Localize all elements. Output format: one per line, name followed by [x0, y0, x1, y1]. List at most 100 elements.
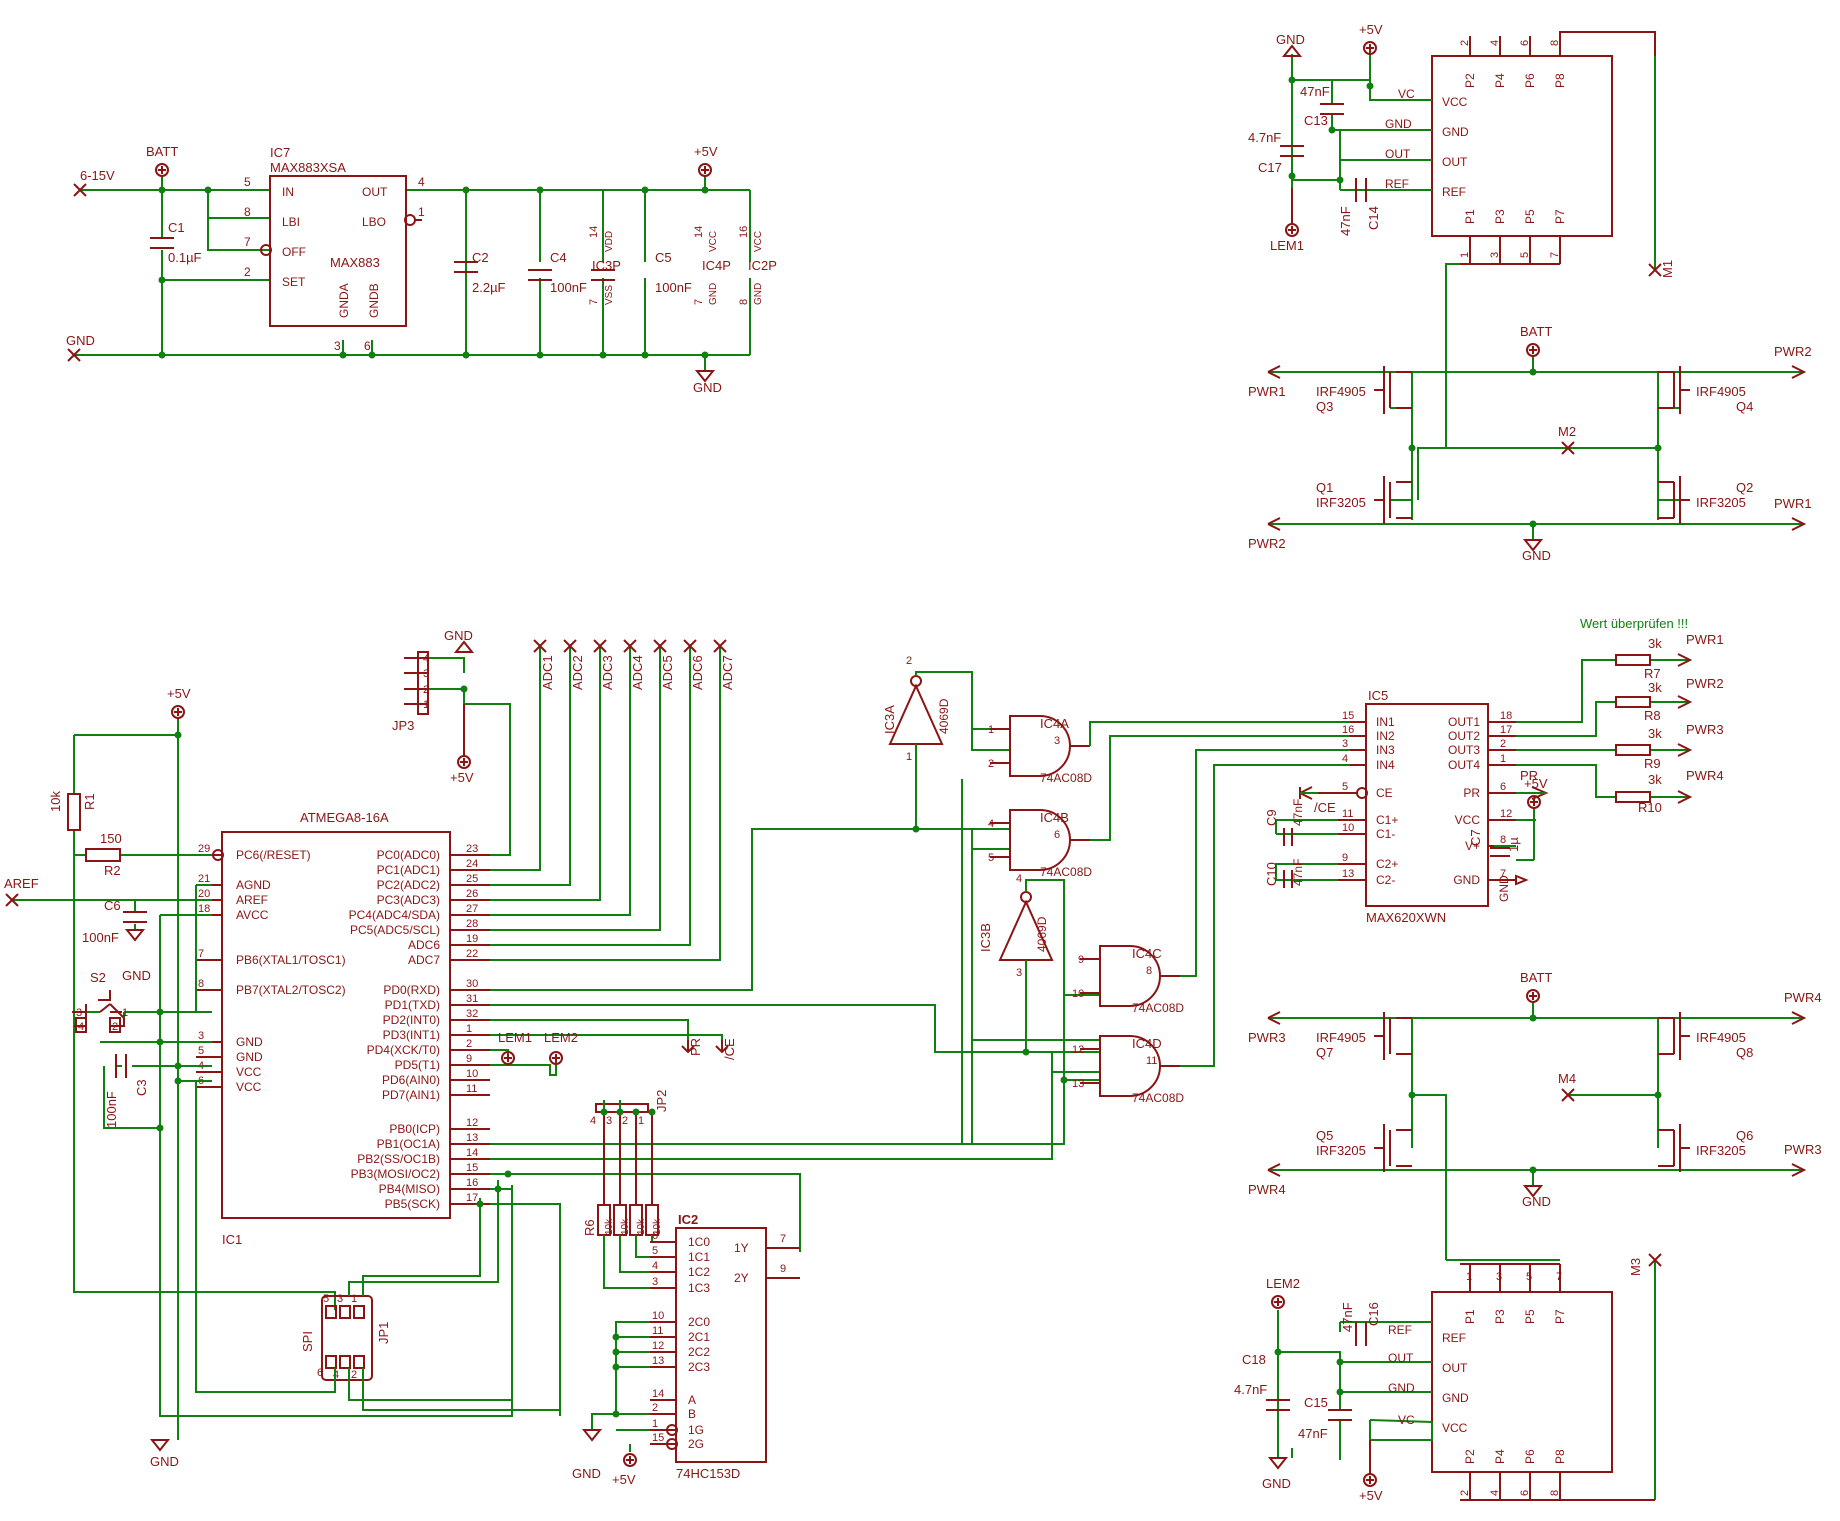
mcu-left-num: 5 [198, 1045, 204, 1057]
r10-ref: R10 [1638, 800, 1662, 815]
q1-value: IRF3205 [1316, 495, 1366, 510]
mux-left-pin: 2C1 [688, 1330, 710, 1344]
mcu-left-pin: PB6(XTAL1/TOSC1) [236, 953, 346, 967]
mcu-left-num: 29 [198, 843, 210, 855]
ic5-right-num: 2 [1500, 738, 1506, 750]
ic5-ce-label: /CE [1314, 800, 1336, 815]
adc-label: ADC3 [600, 655, 615, 690]
q8-ref: Q8 [1736, 1045, 1753, 1060]
mcu-right-pin: PB2(SS/OC1B) [357, 1152, 440, 1166]
jp3-pin: 2 [423, 684, 429, 696]
r8-value: 3k [1648, 680, 1662, 695]
q5-value: IRF3205 [1316, 1143, 1366, 1158]
sensor2-pin-label: VC [1398, 1413, 1415, 1427]
c6-ref: C6 [104, 898, 121, 913]
ic7-pin-num: 1 [418, 205, 425, 219]
c9-value: 47nF [1291, 799, 1305, 826]
sensor1-pin-label: OUT [1385, 147, 1411, 161]
pin-num: 8 [738, 299, 750, 305]
mcu-right-pin: ADC6 [408, 938, 440, 952]
sensor1-lem-label: LEM1 [1270, 238, 1304, 253]
ic4d-ref: IC4D [1132, 1036, 1162, 1051]
sensor1-bot-pin: P5 [1523, 209, 1537, 224]
mcu-right-num: 28 [466, 918, 478, 930]
mcu-right-num: 2 [466, 1038, 472, 1050]
pwr2-out-label: PWR2 [1686, 676, 1724, 691]
c7-ref: C7 [1468, 829, 1483, 846]
q2-ref: Q2 [1736, 480, 1753, 495]
r10-value: 3k [1648, 772, 1662, 787]
and-gates [1009, 715, 1161, 1097]
c10-ref: C10 [1264, 862, 1279, 886]
mcu-left-pin: GND [236, 1035, 263, 1049]
mcu-right-pin: ADC7 [408, 953, 440, 967]
c7-value: 1µ [1506, 837, 1521, 852]
c14-value: 47nF [1338, 206, 1353, 236]
mcu-vcc-label: +5V [167, 686, 191, 701]
m3-label: M3 [1628, 1258, 1643, 1276]
ic5-left-pin: IN2 [1376, 729, 1395, 743]
mcu-right-num: 14 [466, 1147, 478, 1159]
s2-pin: 4 [78, 1021, 84, 1033]
sensor1-inner-label: REF [1442, 185, 1466, 199]
sensor2-bot-num: 8 [1549, 1490, 1561, 1496]
ic2p-gnd: GND [753, 283, 764, 305]
mux-right-pin: 2Y [734, 1271, 749, 1285]
q2-value: IRF3205 [1696, 495, 1746, 510]
q4-ref: Q4 [1736, 399, 1753, 414]
ic7-pin-gndb: GNDB [367, 283, 381, 318]
logic-section: IC3A 4069D IC3B 4069D 2 1 4 3 IC4A 74AC0… [882, 655, 1350, 1145]
mux-left-num: 14 [652, 1388, 664, 1400]
adc-label: ADC1 [540, 655, 555, 690]
pwr4-out-label: PWR4 [1686, 768, 1724, 783]
sensor1-top-num: 4 [1489, 40, 1501, 46]
ic5-right-num: 18 [1500, 710, 1512, 722]
sensor1-pin-label: REF [1385, 177, 1409, 191]
jp1-body [321, 1295, 373, 1381]
sensor1-pin-label: GND [1385, 117, 1412, 131]
ic5-right-pin: PR [1463, 786, 1480, 800]
br1-net-label: PWR2 [1774, 344, 1812, 359]
sensor1-inner-label: GND [1442, 125, 1469, 139]
c3-value: 100nF [104, 1091, 119, 1128]
mcu-right-pin: PD2(INT0) [383, 1013, 440, 1027]
c13-value: 47nF [1300, 84, 1330, 99]
ic5-part: MAX620XWN [1366, 910, 1446, 925]
q3-ref: Q3 [1316, 399, 1333, 414]
ic5-right-pin: V+ [1465, 839, 1480, 853]
input-net-label: 6-15V [80, 168, 115, 183]
sensor2-bot-num: 2 [1459, 1490, 1471, 1496]
and-pin: 4 [988, 818, 994, 830]
ic5-body [1365, 703, 1489, 907]
s2-pin: 3 [76, 1007, 82, 1019]
mcu-left-num: 18 [198, 903, 210, 915]
ic4p-label: IC4P [702, 258, 731, 273]
r9-ref: R9 [1644, 756, 1661, 771]
gnd-symbol [694, 370, 716, 383]
vcc-label: +5V [694, 144, 718, 159]
mcu-left-pin: AVCC [236, 908, 269, 922]
mcu-left-num: 21 [198, 873, 210, 885]
and-pin: 2 [988, 758, 994, 770]
mcu-right-num: 30 [466, 978, 478, 990]
mux-left-num: 2 [652, 1402, 658, 1414]
sensor1-top-num: 6 [1519, 40, 1531, 46]
mux-left-pin: 2C3 [688, 1360, 710, 1374]
mux-left-num: 5 [652, 1245, 658, 1257]
m1-label: M1 [1660, 260, 1675, 278]
mcu-left-pin: VCC [236, 1080, 262, 1094]
mcu-right-num: 23 [466, 843, 478, 855]
c5-ref: C5 [655, 250, 672, 265]
ic5-left-num: 13 [1342, 868, 1354, 880]
sensor2-top-num: 7 [1556, 1271, 1562, 1283]
sensor2-pin-label: GND [1388, 1381, 1415, 1395]
inv-pin: 1 [906, 751, 912, 763]
sensor1-bot-num: 7 [1549, 252, 1561, 258]
mux-left-pin: 1C2 [688, 1265, 710, 1279]
br2-gnd-label: GND [1522, 1194, 1551, 1209]
mcu-right-pin: PC3(ADC3) [377, 893, 440, 907]
br2-net-label: PWR4 [1784, 990, 1822, 1005]
ic3p-vss: VSS [604, 285, 615, 305]
sensor1-vcc-label: +5V [1359, 22, 1383, 37]
